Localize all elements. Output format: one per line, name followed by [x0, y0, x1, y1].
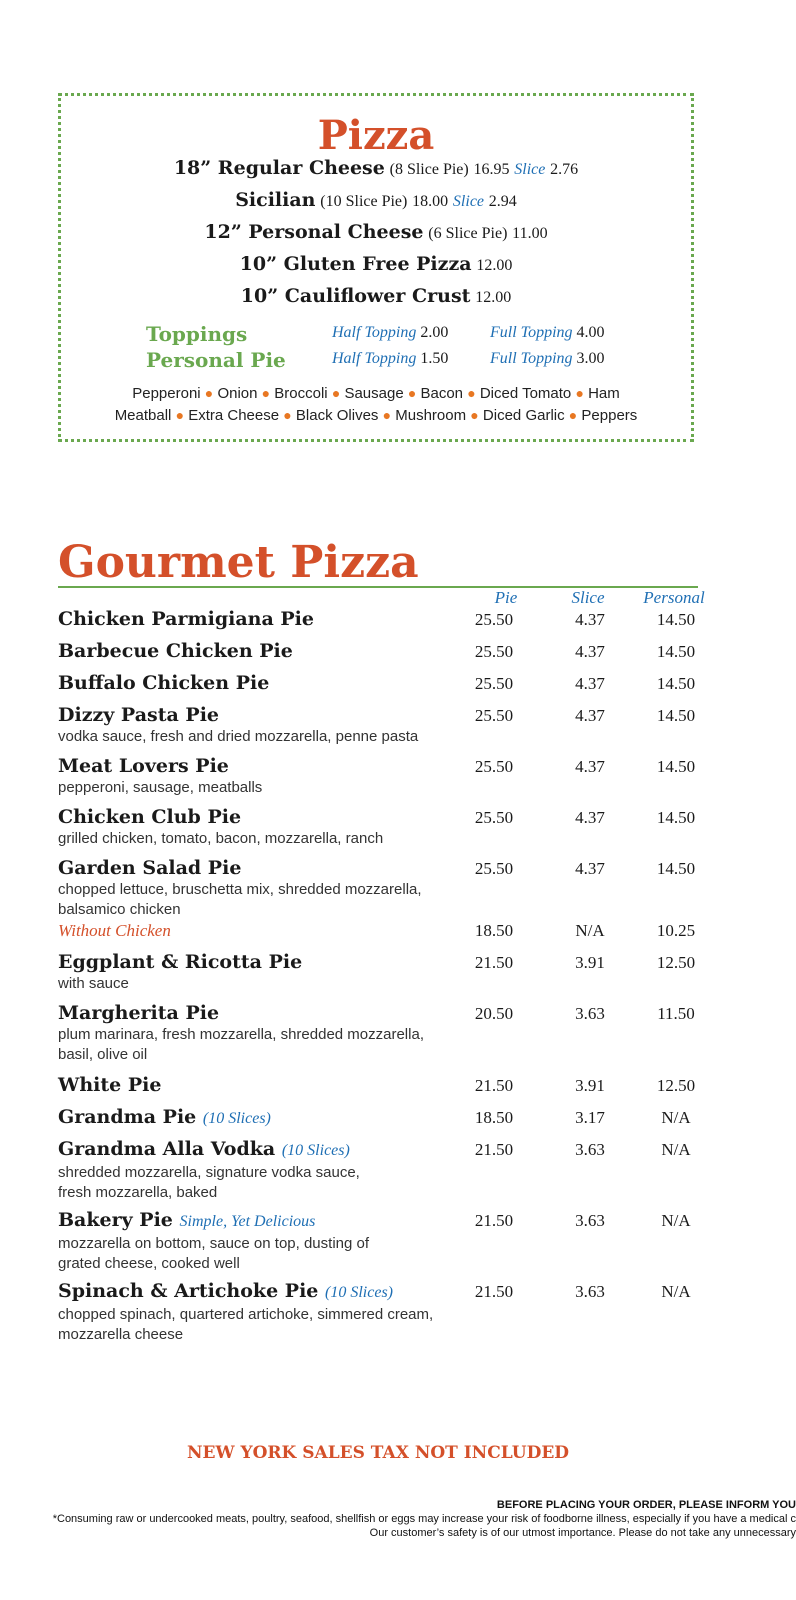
- column-header-pie: Pie: [494, 588, 518, 607]
- menu-item: Spinach & Artichoke Pie (10 Slices) chop…: [58, 1280, 691, 1343]
- safety-notice: Our customer’s safety is of our utmost i…: [369, 1527, 796, 1539]
- column-header-personal: Personal: [643, 588, 705, 607]
- menu-item: Dizzy Pasta Pie vodka sauce, fresh and d…: [58, 704, 696, 745]
- allergy-notice: BEFORE PLACING YOUR ORDER, PLEASE INFORM…: [496, 1499, 796, 1511]
- menu-item: Chicken Club Pie grilled chicken, tomato…: [58, 806, 696, 847]
- pizza-item: 12” Personal Cheese (6 Slice Pie) 11.00: [204, 221, 548, 243]
- menu-item: Grandma Alla Vodka (10 Slices) shredded …: [58, 1138, 691, 1201]
- topping-list-line-2: Meatball ● Extra Cheese ● Black Olives ●…: [114, 407, 638, 424]
- menu-item: Chicken Parmigiana Pie 25.50 4.37 14.50: [58, 608, 696, 630]
- consumption-warning: *Consuming raw or undercooked meats, pou…: [52, 1513, 796, 1525]
- without-chicken-row: Without Chicken 18.50 N/A 10.25: [58, 921, 696, 940]
- gourmet-title: Gourmet Pizza: [58, 537, 419, 588]
- menu-item: Eggplant & Ricotta Pie with sauce 21.50 …: [58, 951, 696, 992]
- pizza-item: Sicilian (10 Slice Pie) 18.00 Slice 2.94: [235, 189, 517, 211]
- topping-list-line-1: Pepperoni ● Onion ● Broccoli ● Sausage ●…: [132, 385, 620, 402]
- pizza-item: 10” Gluten Free Pizza 12.00: [239, 253, 513, 275]
- menu-item: Buffalo Chicken Pie 25.50 4.37 14.50: [58, 672, 696, 694]
- menu-item: White Pie 21.50 3.91 12.50: [58, 1074, 696, 1096]
- pizza-section: Pizza 18” Regular Cheese (8 Slice Pie) 1…: [58, 93, 694, 442]
- menu-item: Bakery Pie Simple, Yet Delicious mozzare…: [58, 1209, 691, 1272]
- menu-item: Barbecue Chicken Pie 25.50 4.37 14.50: [58, 640, 696, 662]
- menu-item: Garden Salad Pie chopped lettuce, brusch…: [58, 857, 696, 918]
- pizza-title: Pizza: [317, 112, 435, 159]
- sales-tax-notice: NEW YORK SALES TAX NOT INCLUDED: [186, 1443, 570, 1463]
- pizza-item: 18” Regular Cheese (8 Slice Pie) 16.95 S…: [173, 157, 579, 179]
- menu-item: Grandma Pie (10 Slices) 18.50 3.17 N/A: [58, 1106, 691, 1128]
- menu-item: Meat Lovers Pie pepperoni, sausage, meat…: [58, 755, 696, 796]
- pizza-item: 10” Cauliflower Crust 12.00: [240, 285, 512, 307]
- menu-item: Margherita Pie plum marinara, fresh mozz…: [58, 1002, 695, 1063]
- column-header-slice: Slice: [571, 588, 605, 607]
- gourmet-divider: [58, 586, 698, 588]
